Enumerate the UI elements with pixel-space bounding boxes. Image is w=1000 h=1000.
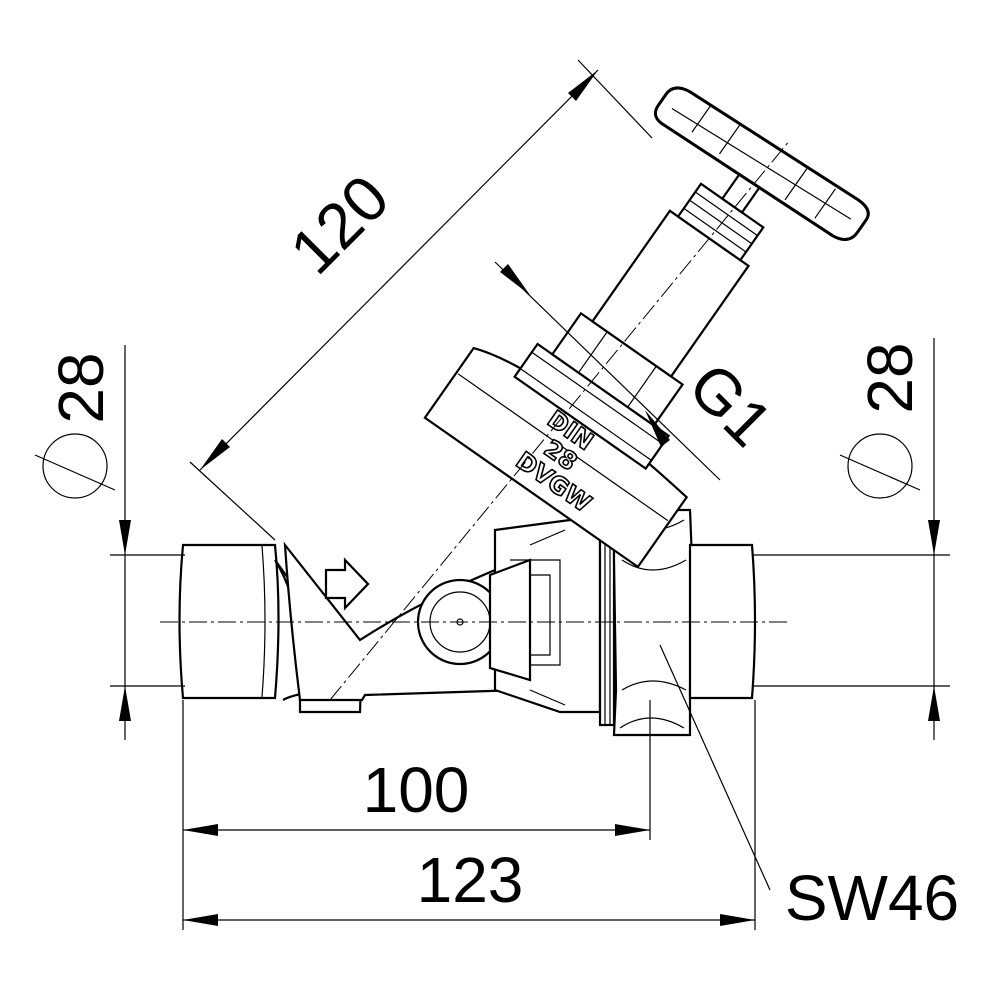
left-diameter-label: 28 [45,352,117,423]
dimension-120-label: 120 [276,161,402,287]
valve-bonnet-assembly: DVGW 28 DIN [423,86,870,569]
length-123-label: 123 [417,844,524,916]
thread-g1-label: G1 [675,349,786,460]
right-diameter-label: 28 [854,342,926,413]
dimension-123: 123 [183,700,756,930]
wrench-size-label: SW46 [785,862,959,934]
length-100-label: 100 [363,754,470,826]
valve-body [178,508,757,737]
centre-lines [160,139,791,701]
dimension-left-diameter: 28 [34,345,185,740]
dimension-100: 100 [182,700,651,930]
dimension-right-diameter: 28 [752,338,950,740]
wrench-size-callout: SW46 [659,644,959,934]
